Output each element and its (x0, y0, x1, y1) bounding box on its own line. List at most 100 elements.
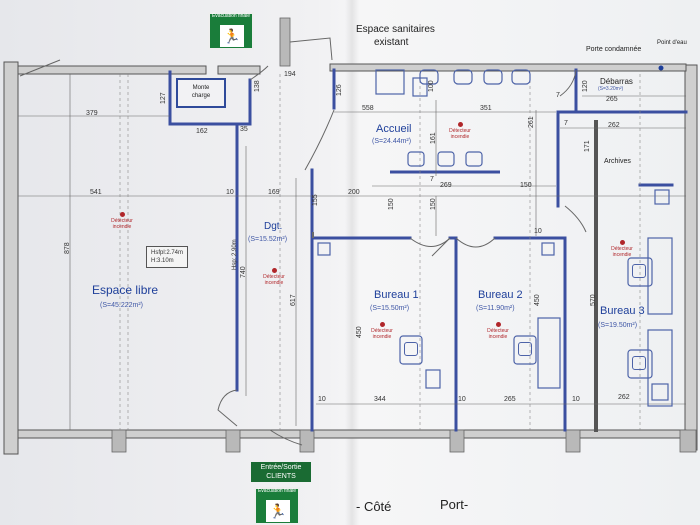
dimension-label: 150 (388, 198, 395, 210)
porte-condamnee-label: Porte condamnée (586, 46, 642, 53)
exit-sign-top: Évacuation finale 🏃 (208, 12, 254, 50)
dimension-label: 150 (430, 198, 437, 210)
hsfpl-text: Hsfpl:2.74m (151, 250, 184, 256)
height-text: H:3.10m (151, 258, 174, 264)
dimension-label: 7 (564, 120, 568, 127)
point-eau-label: Point d'eau (657, 40, 687, 46)
room-area-debarras: (S=3.20m²) (598, 86, 624, 92)
monte-charge-line1: Monte (192, 85, 210, 91)
dimension-label: 261 (528, 116, 535, 128)
hsp-label: Hsp: 2.90m (232, 239, 238, 270)
office-chair-icon (632, 264, 646, 278)
office-chair-icon (518, 342, 532, 356)
detector-label: Détecteur (371, 328, 393, 334)
room-area-bureau3: (S=19.50m²) (598, 322, 638, 329)
dimension-label: 344 (374, 396, 386, 403)
detector-icon (271, 268, 277, 273)
north-wall-left (17, 65, 207, 75)
dimension-label: 351 (480, 105, 492, 112)
dimension-label: 100 (428, 80, 435, 92)
port-label: Port- (440, 497, 469, 512)
detector-icon (495, 322, 501, 327)
detector-label: incendie (488, 334, 508, 340)
dimension-label: 450 (534, 294, 541, 306)
sanitaires-label-line2: existant (374, 37, 409, 48)
monte-charge-walls (168, 70, 252, 126)
dimension-label: 558 (362, 105, 374, 112)
dimension-label: 171 (584, 140, 591, 152)
detector-label: Détecteur (487, 328, 509, 334)
dimension-label: 10 (318, 396, 326, 403)
detector-label: Détecteur (611, 246, 633, 252)
room-name-debarras: Débarras (600, 77, 633, 86)
office-chair-icon (404, 342, 418, 356)
dimension-label: 162 (196, 128, 208, 135)
room-name-bureau2: Bureau 2 (478, 289, 523, 301)
detector-label: Détecteur (449, 128, 471, 134)
dimension-label: 262 (618, 394, 630, 401)
dimension-label: 450 (356, 326, 363, 338)
dimension-label: 617 (290, 294, 297, 306)
office-chair-icon (632, 356, 646, 370)
detector-label: Détecteur (111, 218, 133, 224)
detector-icon (457, 122, 463, 127)
dimension-label: 265 (606, 96, 618, 103)
dimension-label: 7 (430, 176, 434, 183)
room-area-espace-libre: (S=45.222m²) (100, 302, 143, 309)
entrance-label-line1: Entrée/Sortie (260, 464, 302, 471)
north-wall-mid (217, 65, 261, 75)
room-name-espace-libre: Espace libre (92, 283, 159, 297)
entrance-label-line2: CLIENTS (266, 473, 296, 480)
dimension-label: 7 (556, 92, 560, 99)
dimension-label: 35 (240, 126, 248, 133)
dimension-label: 10 (458, 396, 466, 403)
dimension-label: 262 (608, 122, 620, 129)
exit-sign-caption-bottom: Évacuation finale (257, 488, 297, 494)
monte-charge-line2: charge (191, 93, 211, 99)
running-man-icon: 🏃 (220, 25, 244, 47)
room-name-accueil: Accueil (376, 123, 412, 135)
dimension-label: 269 (440, 182, 452, 189)
dimension-label: 120 (582, 80, 589, 92)
detector-icon (619, 240, 625, 245)
detector-label: Détecteur (263, 274, 285, 280)
dimension-label: 10 (226, 189, 234, 196)
detector-icon (119, 212, 125, 217)
dimension-label: 161 (430, 132, 437, 144)
detector-icon (379, 322, 385, 327)
sanitaires-label-line1: Espace sanitaires (356, 24, 435, 35)
room-name-bureau1: Bureau 1 (374, 289, 419, 301)
detector-label: incendie (612, 252, 632, 258)
east-wall (684, 64, 698, 451)
detector-label: incendie (450, 134, 470, 140)
detector-label: incendie (264, 280, 284, 286)
room-name-archives: Archives (604, 158, 631, 165)
height-note: Hsfpl:2.74m H:3.10m (146, 246, 189, 268)
monte-charge: Monte charge (176, 78, 226, 108)
dimension-label: 127 (160, 92, 167, 104)
west-wall (3, 61, 19, 455)
room-area-bureau1: (S=15.50m²) (370, 305, 410, 312)
detector-label: incendie (372, 334, 392, 340)
room-name-bureau3: Bureau 3 (600, 305, 645, 317)
dimension-label: 200 (348, 189, 360, 196)
room-name-dgt: Dgt. (264, 221, 283, 232)
detector-label: incendie (112, 224, 132, 230)
north-wall-right (329, 63, 687, 72)
room-area-accueil: (S=24.44m²) (372, 138, 412, 145)
dimension-label: 10 (572, 396, 580, 403)
room-area-bureau2: (S=11.90m²) (476, 305, 515, 312)
dimension-label: 194 (284, 71, 296, 78)
dimension-label: 265 (504, 396, 516, 403)
dimension-label: 138 (254, 80, 261, 92)
dimension-label: 155 (312, 194, 319, 206)
dimension-label: 150 (520, 182, 532, 189)
dimension-label: 541 (90, 189, 102, 196)
dimension-label: 740 (240, 266, 247, 278)
